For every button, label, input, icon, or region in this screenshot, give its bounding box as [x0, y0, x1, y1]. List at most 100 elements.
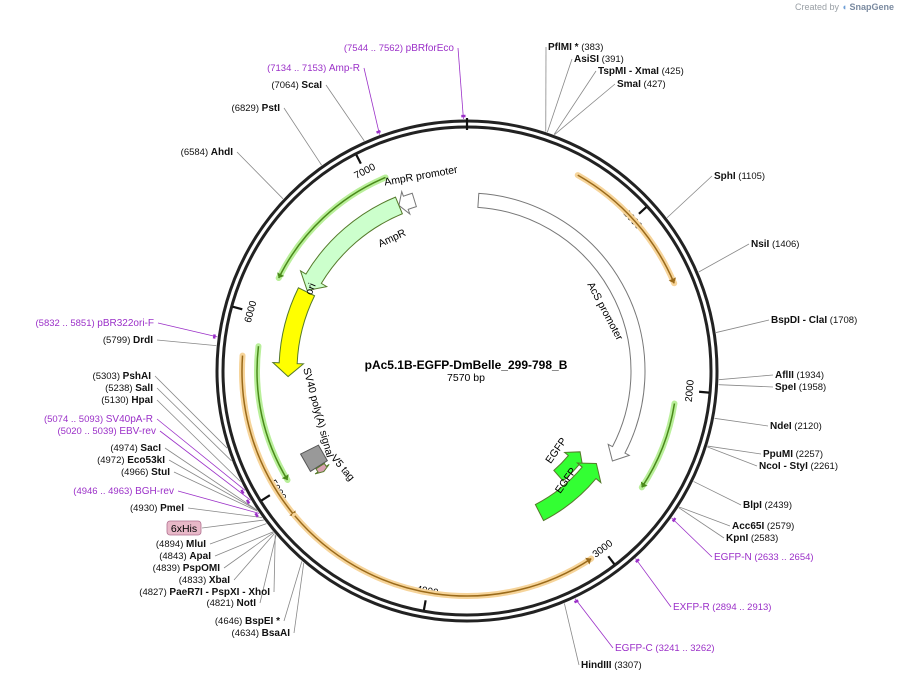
enzyme-label: PflMI * (383) [548, 42, 603, 53]
leader-line [679, 506, 731, 527]
feature-ampr [299, 196, 404, 292]
orf-head [277, 272, 285, 279]
orf-line [294, 515, 592, 597]
leader-line [201, 519, 264, 529]
feature-acs-promoter [477, 192, 646, 462]
enzyme-label: BlpI (2439) [743, 500, 792, 511]
tick-mark [232, 305, 243, 311]
leader-line [554, 83, 616, 135]
orf-halo [574, 172, 678, 287]
leader-line [283, 107, 322, 166]
enzyme-label: (4634) BsaAI [232, 628, 291, 639]
primer-label: (7544 .. 7562) pBRforEco [344, 43, 455, 54]
tick-mark [638, 206, 648, 215]
orf-head [668, 277, 676, 284]
enzyme-label: KpnI (2583) [726, 533, 778, 544]
primer-binding-mark [254, 512, 259, 518]
feature-label: V5 tag [328, 452, 357, 483]
leader-line [156, 418, 246, 491]
primer-label: (4946 .. 4963) BGH-rev [73, 486, 174, 497]
leader-line [159, 430, 251, 501]
orf-arrows [239, 172, 678, 599]
feature-label: AmpR [376, 227, 408, 250]
credit-text: Created by [794, 2, 840, 12]
primer-binding-mark [212, 334, 216, 339]
leader-line [156, 399, 241, 482]
primer-label: (5074 .. 5093) SV40pA-R [44, 414, 153, 425]
leader-line [563, 603, 580, 666]
tick-mark [355, 154, 362, 165]
leader-line [718, 374, 774, 381]
primer-binding-mark [573, 599, 579, 604]
enzyme-label: NcoI - StyI (2261) [759, 461, 838, 472]
leader-line [718, 384, 774, 388]
feature-label: AmpR promoter [383, 164, 459, 189]
label-leader-lines [154, 46, 774, 666]
plasmid-size: 7570 bp [447, 372, 485, 384]
leader-line [457, 47, 464, 120]
orf-line [641, 403, 676, 488]
enzyme-label: HindIII (3307) [581, 660, 642, 671]
leader-line [157, 322, 218, 338]
leader-line [546, 58, 573, 133]
enzyme-label: (5303) PshAI [93, 371, 152, 382]
enzyme-label: TspMI - XmaI (425) [598, 66, 684, 77]
leader-line [283, 561, 303, 622]
feature-egfp [534, 462, 602, 522]
leader-line [209, 523, 267, 545]
enzyme-label: PpuMI (2257) [763, 449, 823, 460]
enzyme-label: (4843) ApaI [159, 551, 211, 562]
primer-binding-mark [245, 499, 251, 505]
tick-mark [698, 390, 710, 394]
leader-line [154, 375, 228, 449]
leader-line [666, 175, 713, 219]
orf-line [577, 174, 675, 284]
primer-label: (5832 .. 5851) pBR322ori-F [36, 318, 155, 329]
enzyme-label: AsiSI (391) [574, 54, 624, 65]
leader-line [273, 534, 276, 593]
leader-line [325, 84, 365, 142]
enzyme-label: (4646) BspEI * [215, 616, 280, 627]
feature-egfp [553, 451, 584, 482]
primer-binding-mark [635, 558, 640, 564]
leader-line [236, 151, 284, 200]
enzyme-label: (5799) DrdI [103, 335, 153, 346]
primer-label: EXFP-R (2894 .. 2913) [673, 602, 771, 613]
tick-label: 6000 [243, 299, 260, 324]
leader-line [187, 507, 263, 518]
plasmid-name: pAc5.1B-EGFP-DmBelle_299-798_B [365, 358, 568, 372]
enzyme-label: (5238) SalI [105, 383, 153, 394]
leader-line [715, 319, 770, 333]
credit-brand: SnapGene [849, 2, 894, 12]
tick-label: 7000 [353, 162, 378, 182]
tick-mark [422, 600, 427, 611]
enzyme-label: BspDI - ClaI (1708) [771, 315, 857, 326]
leader-line [173, 471, 258, 512]
enzyme-label: (4833) XbaI [179, 575, 230, 586]
enzyme-label: (4966) StuI [121, 467, 170, 478]
leader-line [698, 243, 750, 273]
orf-head [640, 481, 648, 488]
orf-line [256, 346, 289, 481]
snapgene-logo-icon: ◖ [841, 2, 847, 12]
enzyme-label: (4972) Eco53kI [97, 455, 165, 466]
leader-line [214, 531, 274, 557]
enzyme-label: AflII (1934) [775, 370, 824, 381]
leader-line [714, 417, 769, 427]
feature-sv40-polya [299, 444, 328, 473]
feature-v5-tag [314, 462, 330, 475]
feature-ori [271, 287, 316, 378]
tick-label: 3000 [591, 538, 616, 561]
enzyme-label: SmaI (427) [617, 79, 666, 90]
his-tag-label: 6xHis [171, 523, 197, 535]
enzyme-label: (4821) NotI [206, 598, 256, 609]
primer-label: EGFP-N (2633 .. 2654) [714, 552, 814, 563]
primer-label: (5020 .. 5039) EBV-rev [58, 426, 156, 437]
leader-line [553, 70, 597, 135]
leader-line [168, 459, 258, 511]
his-tag-badge [166, 520, 202, 536]
enzyme-label: Acc65I (2579) [732, 521, 794, 532]
leader-line [293, 562, 305, 634]
